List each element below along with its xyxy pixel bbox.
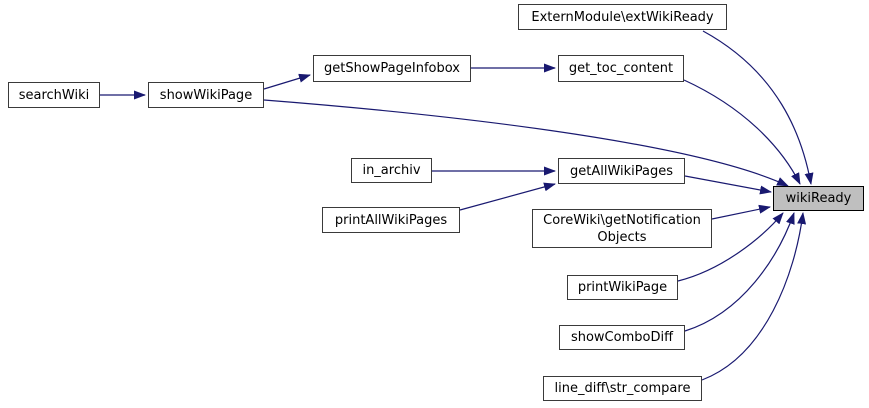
node-search-wiki[interactable]: searchWiki	[8, 82, 100, 108]
node-print-all-wiki-pages[interactable]: printAllWikiPages	[322, 207, 460, 233]
edge-show-combo-diff-to-wiki-ready	[684, 212, 795, 332]
edge-core-wiki-get-notification-objects-to-wiki-ready	[711, 204, 771, 220]
node-wiki-ready: wikiReady	[773, 186, 864, 211]
edge-print-wiki-page-to-wiki-ready	[677, 212, 784, 282]
edge-print-all-wiki-pages-to-get-all-wiki-pages	[459, 182, 556, 211]
edge-layer	[100, 30, 814, 381]
node-show-wiki-page[interactable]: showWikiPage	[148, 82, 264, 108]
node-get-all-wiki-pages[interactable]: getAllWikiPages	[558, 158, 685, 184]
node-in-archiv[interactable]: in_archiv	[351, 158, 432, 183]
edge-extern-module-ext-wiki-ready-to-wiki-ready	[702, 30, 814, 185]
node-print-wiki-page[interactable]: printWikiPage	[567, 275, 678, 300]
node-show-combo-diff[interactable]: showComboDiff	[559, 325, 685, 350]
node-core-wiki-get-notification-objects[interactable]: CoreWiki\getNotification Objects	[532, 209, 712, 248]
edge-get-all-wiki-pages-to-wiki-ready	[684, 175, 772, 195]
edge-show-wiki-page-to-get-show-page-infobox	[263, 73, 311, 90]
node-get-show-page-infobox[interactable]: getShowPageInfobox	[313, 55, 471, 82]
edge-line-diff-str-compare-to-wiki-ready	[701, 212, 807, 381]
node-get-toc-content[interactable]: get_toc_content	[558, 55, 684, 82]
node-line-diff-str-compare[interactable]: line_diff\str_compare	[543, 376, 702, 401]
edge-show-wiki-page-to-wiki-ready	[263, 99, 789, 187]
edge-get-toc-content-to-wiki-ready	[683, 79, 801, 185]
node-extern-module-ext-wiki-ready[interactable]: ExternModule\extWikiReady	[518, 4, 727, 30]
